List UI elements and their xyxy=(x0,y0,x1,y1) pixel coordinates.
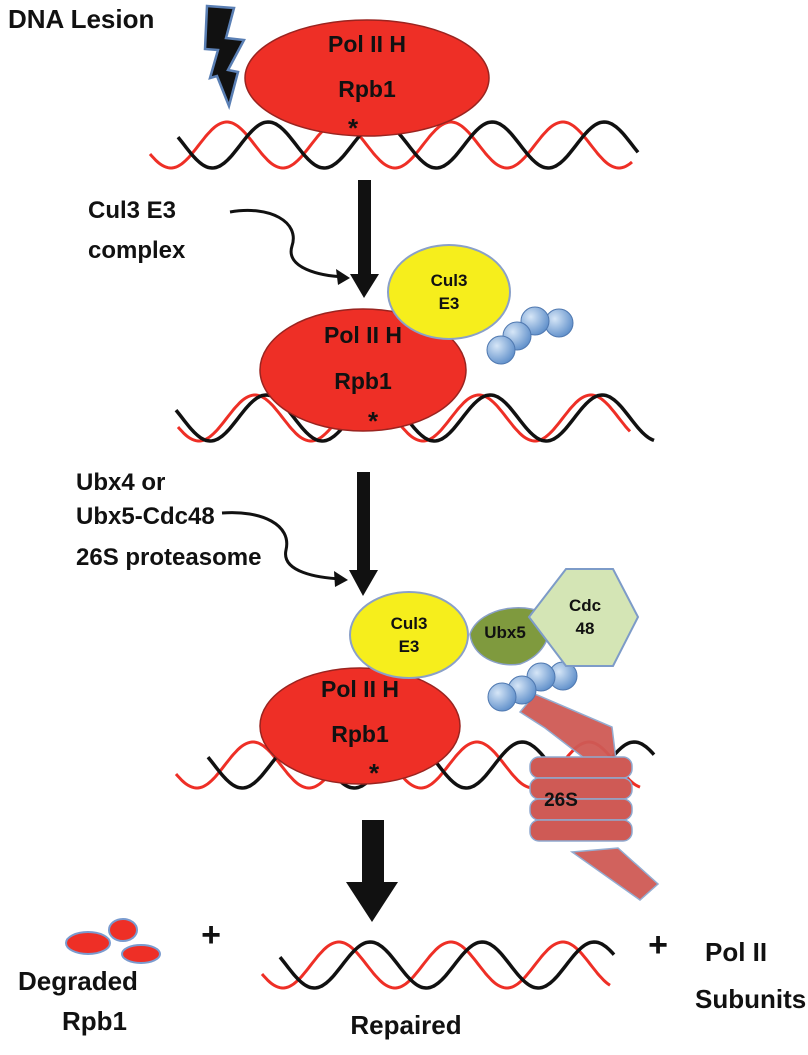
ubiquitin-bead xyxy=(486,335,516,365)
lesion-star: * xyxy=(348,113,359,143)
pol-ii-ellipse xyxy=(259,308,467,432)
pol-ii-ellipse xyxy=(259,667,461,785)
step1-label-line1: Cul3 E3 xyxy=(88,197,176,224)
degraded-label-line2: Rpb1 xyxy=(62,1006,127,1036)
arrow-shaft xyxy=(362,820,384,886)
arrow-shaft xyxy=(358,180,371,276)
rpb1-label: Rpb1 xyxy=(338,76,396,102)
proteasome-label: 26S xyxy=(544,790,578,811)
arrow-head xyxy=(349,570,378,596)
pointer-head xyxy=(336,269,350,285)
fragment xyxy=(121,944,161,964)
cul3-label: Cul3 xyxy=(391,614,428,633)
proteasome-cap-top xyxy=(518,693,617,761)
arrow-head xyxy=(350,274,379,298)
dna-black-strand xyxy=(278,940,616,990)
pol-ii-label: Pol II H xyxy=(324,322,402,348)
pol-ii-label: Pol II H xyxy=(321,676,399,702)
pointer-curve xyxy=(221,511,343,581)
pointer-curve xyxy=(229,208,346,279)
dna-helix-repaired xyxy=(260,940,616,990)
lesion-star: * xyxy=(368,406,379,436)
arrow-step-2: Ubx4 or Ubx5-Cdc48 26S proteasome xyxy=(76,469,378,596)
step2-label-line3: 26S proteasome xyxy=(76,544,261,571)
stage-1: Pol II H Rpb1 * DNA Lesion xyxy=(8,4,640,170)
dna-red-strand xyxy=(260,940,611,990)
dna-red-strand xyxy=(148,120,633,170)
plus-sign: + xyxy=(648,926,668,964)
ubiquitin-chain xyxy=(487,661,578,712)
pol-ii-ellipse xyxy=(244,19,490,137)
arrow-shaft xyxy=(357,472,370,572)
dna-helix xyxy=(174,393,655,443)
repaired-label: Repaired xyxy=(350,1010,461,1040)
rpb1-label: Rpb1 xyxy=(331,721,389,747)
cul3-e3-ellipse xyxy=(387,244,511,340)
proteasome-cap-bottom xyxy=(569,847,660,901)
e3-label: E3 xyxy=(439,294,460,313)
e3-label: E3 xyxy=(399,637,420,656)
proteasome-ring xyxy=(529,819,633,842)
step1-label-line2: complex xyxy=(88,237,186,264)
dna-black-strand xyxy=(174,393,655,443)
arrow-head xyxy=(346,882,398,922)
cdc48-label-line2: 48 xyxy=(576,619,595,638)
proteasome-ring xyxy=(529,756,633,779)
pol-ii-subunits-line2: Subunits xyxy=(695,984,806,1014)
cdc48-hexagon xyxy=(527,568,640,667)
ubiquitin-bead xyxy=(487,682,517,712)
stage-2: Pol II H Rpb1 * Cul3 E3 xyxy=(174,244,655,443)
rpb1-label: Rpb1 xyxy=(334,368,392,394)
pol-ii-subunits-line1: Pol II xyxy=(705,937,767,967)
pointer-head xyxy=(334,571,348,587)
ubiquitin-chain xyxy=(486,306,574,365)
arrow-step-3 xyxy=(346,820,398,922)
fragment xyxy=(65,931,111,955)
cul3-e3-ellipse xyxy=(349,591,469,679)
stage-3: Pol II H Rpb1 * 26S Cul3 E3 Ubx5 Cdc 48 xyxy=(174,568,660,901)
products: + Degraded Rpb1 Repaired + Pol II Subuni… xyxy=(18,916,806,1040)
plus-sign: + xyxy=(201,916,221,954)
proteasome-26s: 26S xyxy=(518,693,660,901)
step2-label-line1: Ubx4 or xyxy=(76,469,165,496)
cul3-label: Cul3 xyxy=(431,271,468,290)
ubx5-label: Ubx5 xyxy=(484,623,526,642)
dna-red-strand xyxy=(176,393,632,443)
dna-black-strand xyxy=(176,120,640,170)
degraded-rpb1-fragments xyxy=(65,918,161,964)
arrow-step-1: Cul3 E3 complex xyxy=(88,180,379,298)
cdc48-label-line1: Cdc xyxy=(569,596,601,615)
dna-helix xyxy=(148,120,640,170)
dna-lesion-label: DNA Lesion xyxy=(8,4,154,34)
degraded-label-line1: Degraded xyxy=(18,966,138,996)
lightning-bolt-icon xyxy=(203,4,246,110)
pol-ii-label: Pol II H xyxy=(328,31,406,57)
step2-label-line2: Ubx5-Cdc48 xyxy=(76,503,215,530)
lesion-star: * xyxy=(369,758,380,788)
fragment xyxy=(108,918,138,942)
